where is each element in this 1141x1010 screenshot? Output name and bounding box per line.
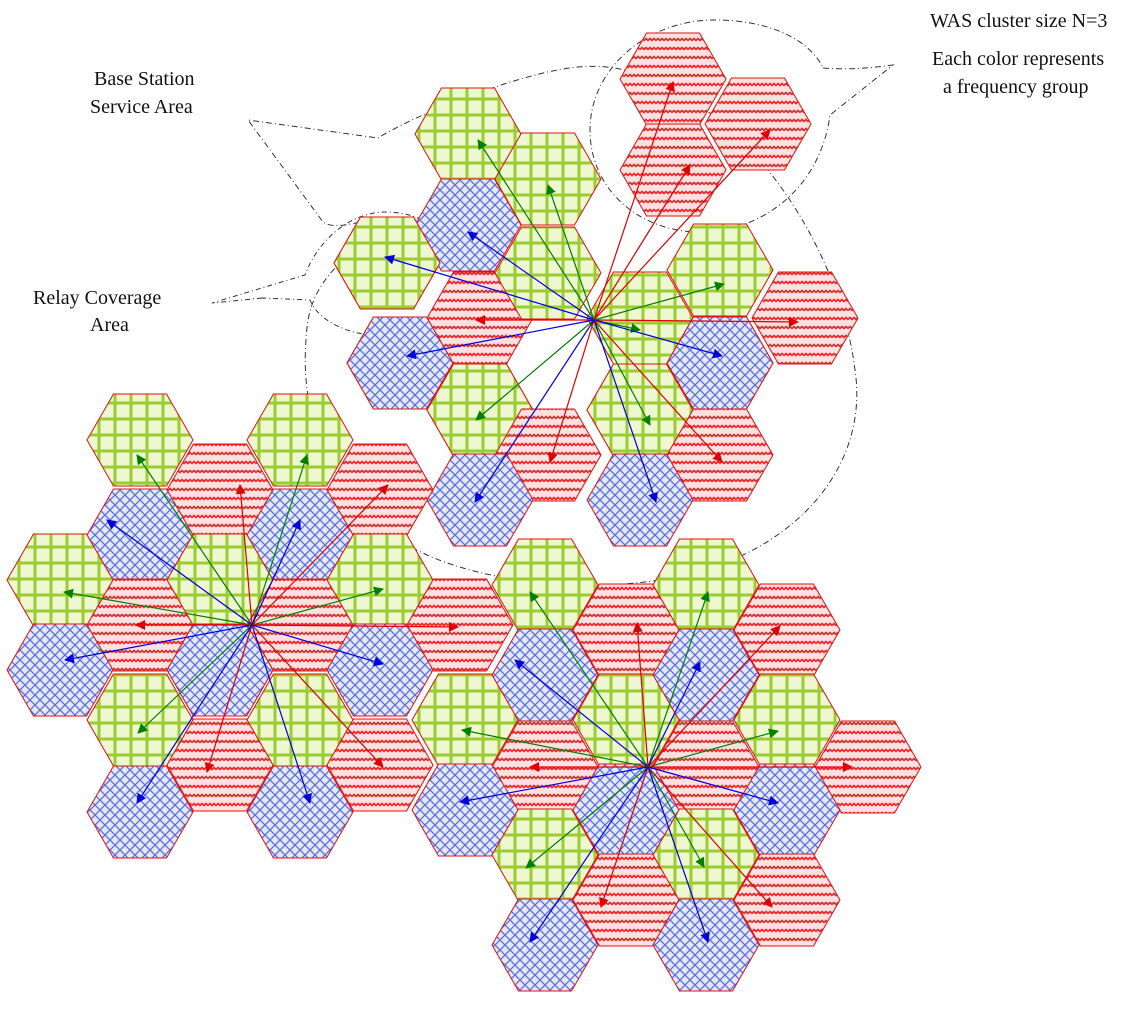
- cluster-upper-hex-red: [619, 123, 727, 217]
- cluster-left-arrow-blue: [251, 624, 384, 667]
- cluster-right-arrow-blue: [647, 766, 779, 806]
- cluster-upper-arrow-green: [593, 319, 651, 426]
- base-station-label-line-2: Service Area: [90, 96, 193, 118]
- cluster-left-arrow-blue: [251, 624, 312, 804]
- cluster-upper-arrow-blue: [406, 319, 595, 360]
- cluster-left-hex-red: [406, 578, 514, 672]
- cluster-left-arrow-green: [63, 588, 253, 626]
- frequency-arrows: [63, 81, 853, 943]
- cluster-upper-hex-blue: [586, 453, 694, 547]
- cluster-upper-arrow-blue: [593, 319, 658, 503]
- cluster-left-arrow-blue: [136, 624, 253, 804]
- cluster-upper-arrow-blue: [467, 231, 595, 321]
- cluster-upper-hex-red: [619, 32, 727, 126]
- cluster-right-hex-red: [733, 853, 841, 947]
- cluster-right-arrow-blue: [459, 766, 649, 806]
- cluster-left-arrow-red: [235, 484, 253, 626]
- legend-line-1: Each color represents: [932, 48, 1105, 70]
- cluster-left-hex-blue: [246, 765, 354, 859]
- cluster-right-arrow-blue: [514, 659, 649, 768]
- relay-label-line-2: Area: [90, 314, 129, 336]
- cluster-right-arrow-red: [632, 622, 649, 768]
- cluster-left-hex-blue: [6, 623, 114, 717]
- cluster-right-hex-blue: [491, 898, 599, 992]
- cluster-left-arrow-green: [137, 624, 253, 734]
- cluster-right-arrow-green: [647, 728, 779, 768]
- cluster-left-arrow-blue: [251, 519, 301, 626]
- relay-cluster-outline: [589, 19, 895, 233]
- cluster-right-arrow-blue: [529, 766, 649, 943]
- relay-label-line-1: Relay Coverage: [33, 287, 162, 309]
- cluster-upper-hex-blue: [414, 178, 522, 272]
- cluster-right-arrow-blue: [647, 661, 701, 768]
- cluster-upper-arrow-red: [547, 319, 595, 463]
- cluster-upper-hex-red: [704, 77, 812, 171]
- cluster-left-arrow-red: [204, 624, 253, 773]
- cluster-left-arrow-green: [251, 454, 309, 626]
- cluster-upper-hex-blue: [346, 316, 454, 410]
- cluster-right-arrow-red: [599, 766, 649, 908]
- cluster-left-hex-blue: [86, 765, 194, 859]
- cluster-upper-hex-green: [494, 226, 602, 320]
- cluster-left-hex-blue: [326, 623, 434, 717]
- cluster-left-arrow-blue: [106, 519, 253, 626]
- cluster-upper-arrow-red: [593, 164, 691, 321]
- base-station-label-line-1: Base Station: [94, 68, 195, 90]
- cluster-right-arrow-red: [647, 766, 773, 908]
- cluster-upper-arrow-red: [593, 129, 771, 321]
- cluster-right-arrow-green: [525, 766, 649, 869]
- cluster-left-hex-green: [246, 393, 354, 487]
- cluster-left-arrow-green: [136, 454, 253, 626]
- cluster-upper-arrow-blue: [384, 254, 595, 321]
- relay-coverage-area: [211, 211, 459, 337]
- hex-cells: [6, 32, 922, 992]
- cluster-left-arrow-red: [251, 621, 459, 632]
- cluster-left-hex-green: [86, 393, 194, 487]
- cluster-upper-arrow-blue: [593, 319, 723, 359]
- cluster-right-arrow-green: [529, 591, 649, 768]
- cluster-upper-arrow-green: [593, 281, 725, 321]
- cluster-upper-arrow-green: [546, 184, 595, 321]
- cluster-left-hex-red: [166, 718, 274, 812]
- cluster-right-arrow-red: [647, 625, 781, 768]
- cluster-left-arrow-red: [251, 484, 389, 626]
- legend-line-2: a frequency group: [943, 76, 1089, 98]
- cluster-right-arrow-green: [647, 591, 710, 768]
- cluster-left-arrow-green: [251, 586, 384, 626]
- cluster-size-label: WAS cluster size N=3: [930, 10, 1108, 32]
- cluster-right-arrow-blue: [647, 766, 710, 943]
- cluster-upper-hex-red: [751, 271, 859, 365]
- cluster-upper-arrow-green: [475, 319, 595, 421]
- cluster-right-arrow-green: [647, 766, 705, 868]
- cluster-right-arrow-green: [461, 726, 649, 768]
- cluster-upper-arrow-red: [593, 319, 723, 463]
- cluster-left-arrow-red: [251, 624, 384, 768]
- cluster-upper-arrow-green: [477, 139, 595, 321]
- cluster-upper-arrow-red: [593, 81, 675, 321]
- cluster-upper-arrow-blue: [474, 319, 595, 503]
- cluster-upper-arrow-red: [593, 316, 799, 327]
- cluster-right-hex-red: [814, 720, 922, 814]
- cluster-right-hex-blue: [652, 898, 760, 992]
- cluster-left-arrow-blue: [64, 624, 253, 664]
